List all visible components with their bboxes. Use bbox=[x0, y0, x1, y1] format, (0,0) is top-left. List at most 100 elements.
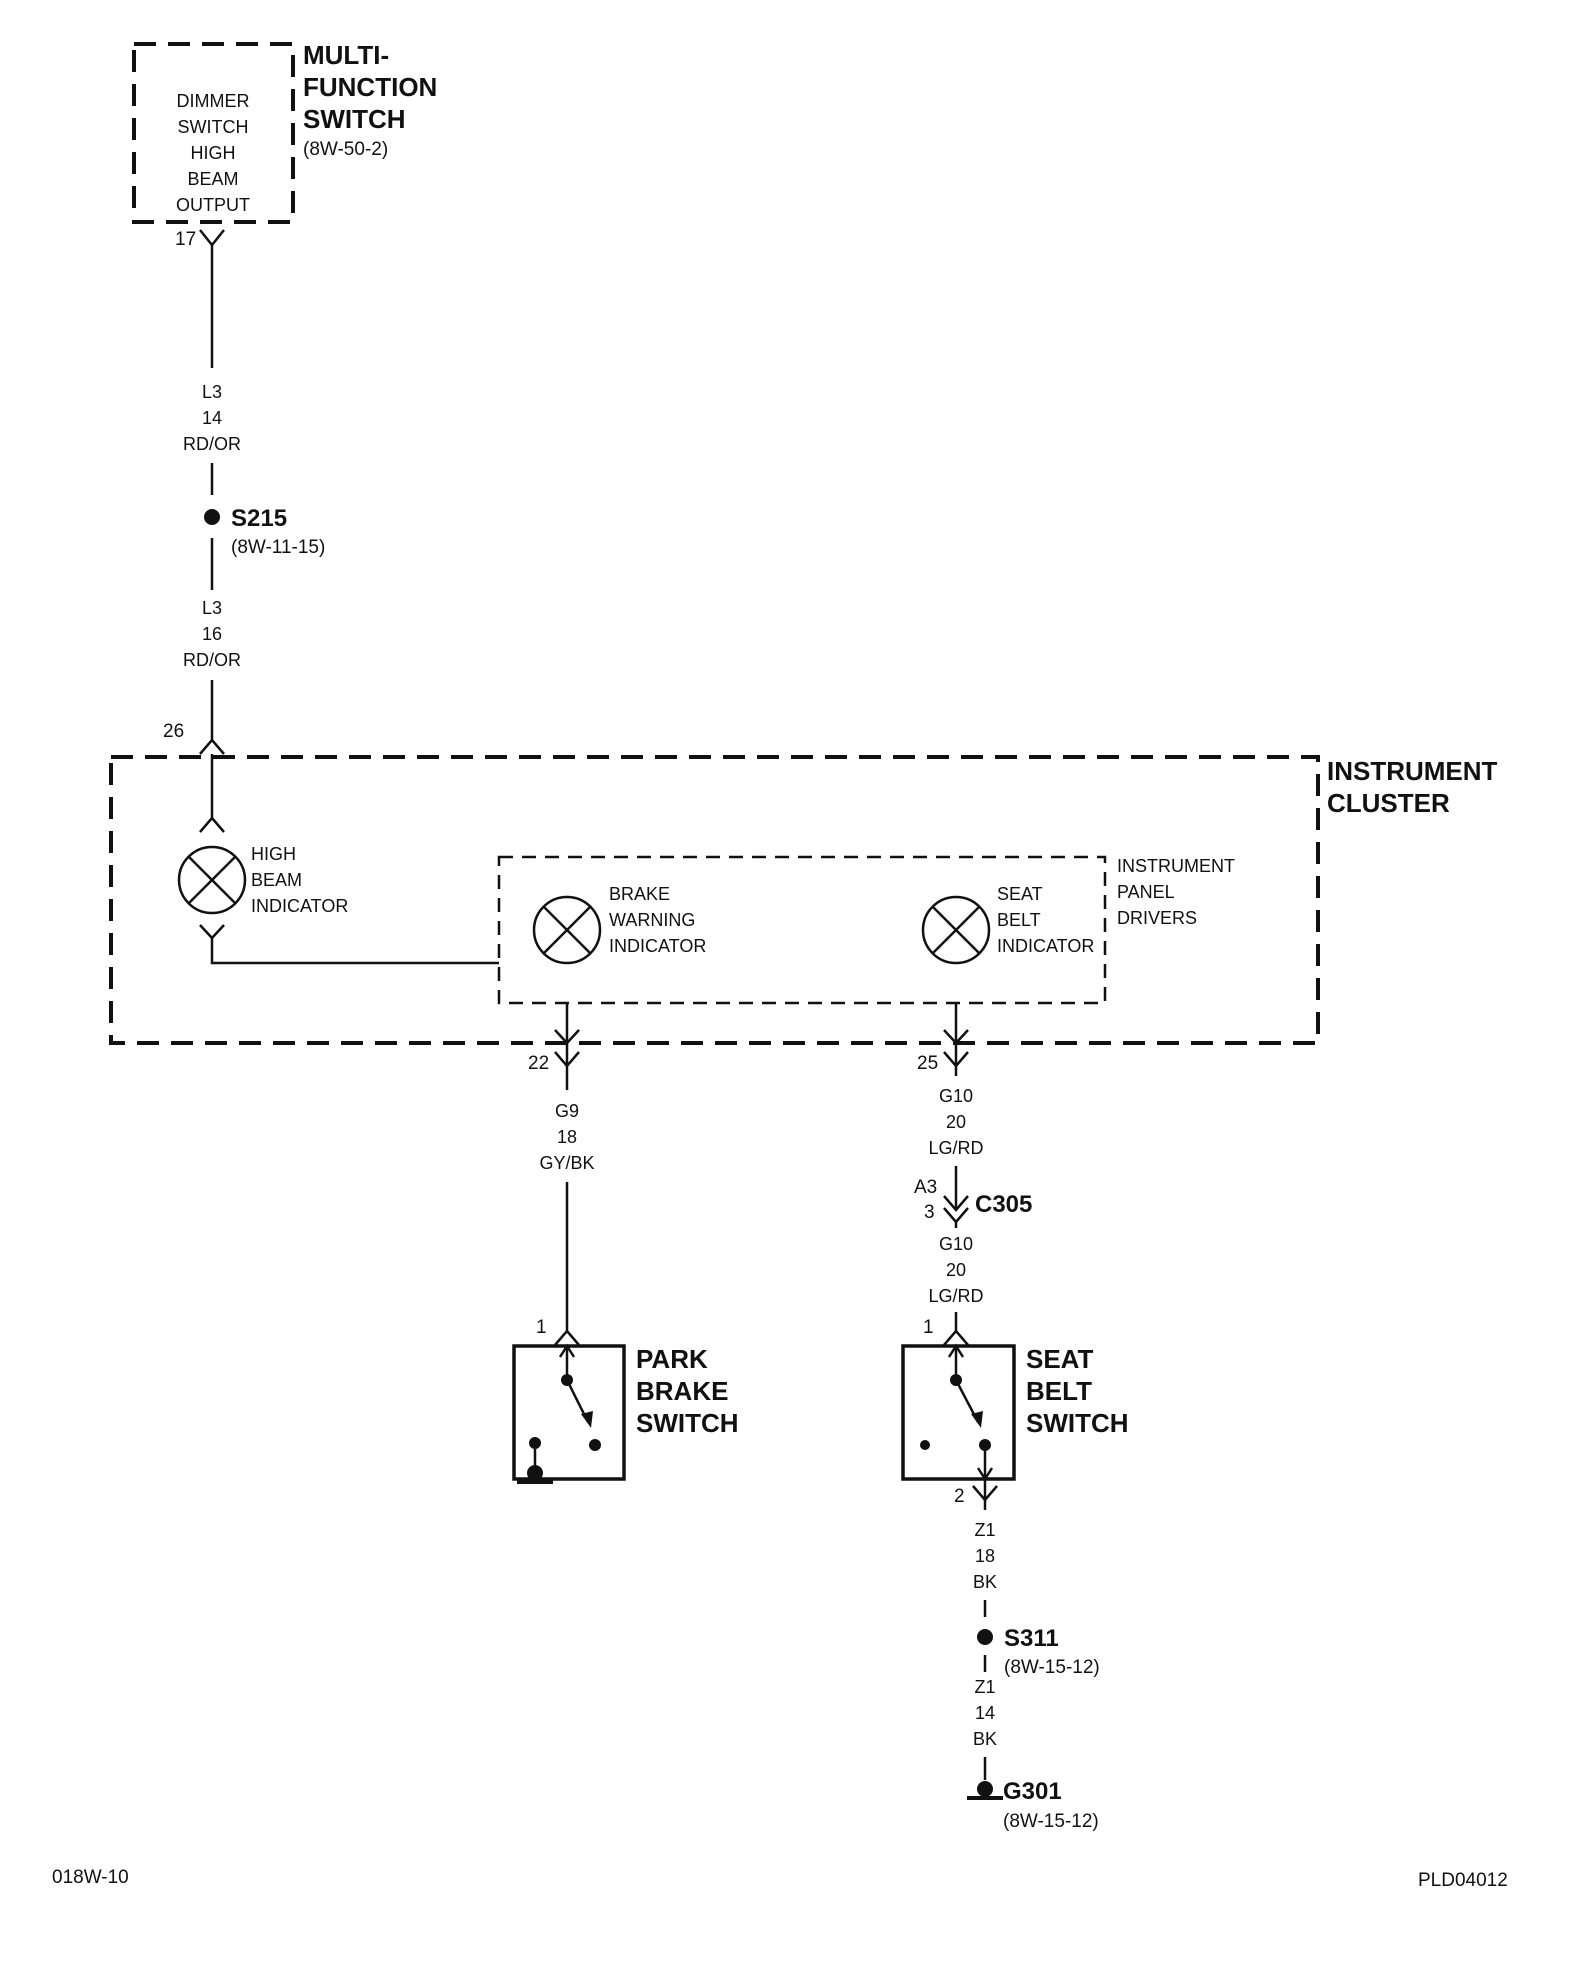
panel-drivers-label-1: INSTRUMENT bbox=[1117, 856, 1235, 876]
seat-belt-lamp-icon bbox=[921, 895, 991, 965]
multi-function-switch-ref: (8W-50-2) bbox=[303, 139, 388, 160]
park-brake-title-1: PARK bbox=[636, 1344, 708, 1374]
pin-26-label: 26 bbox=[163, 721, 184, 742]
c305-female-icon bbox=[943, 1195, 969, 1212]
wire-g10-upper-color: LG/RD bbox=[928, 1138, 983, 1158]
multi-function-switch-title-3: SWITCH bbox=[303, 104, 406, 134]
c305-pin-a: A3 bbox=[914, 1177, 937, 1198]
brake-warning-label-2: WARNING bbox=[609, 910, 695, 930]
high-beam-indicator-lamp-icon bbox=[177, 845, 247, 915]
high-beam-indicator-label-1: HIGH bbox=[251, 844, 296, 864]
dimmer-label-line-5: OUTPUT bbox=[176, 195, 250, 215]
park-brake-contact bbox=[589, 1439, 601, 1451]
wire-z1-upper-circuit: Z1 bbox=[974, 1520, 995, 1540]
pin-25-label: 25 bbox=[917, 1053, 938, 1074]
wire-g9-gauge: 18 bbox=[557, 1127, 577, 1147]
park-brake-title-2: BRAKE bbox=[636, 1376, 728, 1406]
seat-belt-open-contact bbox=[920, 1440, 930, 1450]
footer-right-code: PLD04012 bbox=[1418, 1870, 1508, 1891]
seat-belt-lamp-cross-b bbox=[932, 906, 980, 954]
wire-z1-lower-color: BK bbox=[973, 1729, 997, 1749]
wire-z1-upper-color: BK bbox=[973, 1572, 997, 1592]
instrument-cluster-title-1: INSTRUMENT bbox=[1327, 756, 1498, 786]
wire-g10-lower-color: LG/RD bbox=[928, 1286, 983, 1306]
wire-l3-lower-circuit: L3 bbox=[202, 598, 222, 618]
wire-z1-lower-gauge: 14 bbox=[975, 1703, 995, 1723]
connector-pin-17-icon bbox=[199, 229, 225, 248]
wire-high-beam-to-drivers bbox=[210, 938, 499, 965]
seat-belt-pin-2-label: 2 bbox=[954, 1486, 965, 1507]
seat-belt-indicator-label-3: INDICATOR bbox=[997, 936, 1094, 956]
panel-drivers-label-3: DRIVERS bbox=[1117, 908, 1197, 928]
panel-drivers-label-2: PANEL bbox=[1117, 882, 1175, 902]
brake-warning-lamp-icon bbox=[532, 895, 602, 965]
park-brake-ground-icon bbox=[527, 1465, 543, 1481]
high-beam-input-arrow-icon bbox=[199, 816, 225, 833]
splice-s311-id: S311 bbox=[1004, 1625, 1059, 1652]
seat-belt-indicator-label-1: SEAT bbox=[997, 884, 1043, 904]
wire-g10-upper-gauge: 20 bbox=[946, 1112, 966, 1132]
seat-belt-switch-title-3: SWITCH bbox=[1026, 1408, 1129, 1438]
splice-s215-id: S215 bbox=[231, 505, 287, 532]
dimmer-label-line-3: HIGH bbox=[191, 143, 236, 163]
pin-22-label: 22 bbox=[528, 1053, 549, 1074]
dimmer-label-line-1: DIMMER bbox=[177, 91, 250, 111]
wire-g10-lower-gauge: 20 bbox=[946, 1260, 966, 1280]
park-brake-pin-1-connector-icon bbox=[554, 1329, 580, 1346]
wire-g9-circuit: G9 bbox=[555, 1101, 579, 1121]
multi-function-switch-title-2: FUNCTION bbox=[303, 72, 437, 102]
seat-belt-switch: SEAT BELT SWITCH bbox=[901, 1343, 1129, 1482]
wire-z1-upper-gauge: 18 bbox=[975, 1546, 995, 1566]
park-brake-title-3: SWITCH bbox=[636, 1408, 739, 1438]
park-brake-pin-1-label: 1 bbox=[536, 1317, 547, 1338]
seat-belt-blade-arrow-icon bbox=[971, 1411, 983, 1428]
high-beam-lamp-cross-b bbox=[188, 856, 236, 904]
instrument-cluster-box bbox=[109, 755, 1320, 1045]
park-brake-switch-box bbox=[512, 1344, 626, 1481]
wire-l3-upper-color: RD/OR bbox=[183, 434, 241, 454]
instrument-cluster: INSTRUMENT CLUSTER HIGH BEAM INDICATOR I… bbox=[109, 754, 1498, 1045]
seat-belt-switch-box bbox=[901, 1344, 1016, 1481]
splice-s311-ref: (8W-15-12) bbox=[1004, 1657, 1100, 1678]
multi-function-switch-box bbox=[132, 42, 295, 224]
dimmer-label-line-4: BEAM bbox=[187, 169, 238, 189]
wire-l3-lower-color: RD/OR bbox=[183, 650, 241, 670]
splice-s215-ref: (8W-11-15) bbox=[231, 537, 325, 558]
multi-function-switch-title-1: MULTI- bbox=[303, 40, 389, 70]
high-beam-output-arrow-icon bbox=[199, 924, 225, 940]
high-beam-indicator-label-2: BEAM bbox=[251, 870, 302, 890]
instrument-panel-drivers-box bbox=[497, 855, 1107, 1005]
wire-l3-lower-gauge: 16 bbox=[202, 624, 222, 644]
park-brake-switch: PARK BRAKE SWITCH bbox=[512, 1343, 739, 1484]
pin-17-label: 17 bbox=[175, 229, 196, 250]
instrument-cluster-title-2: CLUSTER bbox=[1327, 788, 1450, 818]
dimmer-label-line-2: SWITCH bbox=[178, 117, 249, 137]
seat-belt-pin-1-connector-icon bbox=[943, 1329, 969, 1346]
brake-warning-label-3: INDICATOR bbox=[609, 936, 706, 956]
splice-s215-dot bbox=[204, 509, 220, 525]
brake-lamp-cross-b bbox=[543, 906, 591, 954]
seat-belt-switch-title-1: SEAT bbox=[1026, 1344, 1094, 1374]
wire-l3-upper-gauge: 14 bbox=[202, 408, 222, 428]
multi-function-switch: DIMMER SWITCH HIGH BEAM OUTPUT MULTI- FU… bbox=[132, 40, 437, 250]
high-beam-indicator-label-3: INDICATOR bbox=[251, 896, 348, 916]
wire-l3-upper-circuit: L3 bbox=[202, 382, 222, 402]
c305-pin-b: 3 bbox=[924, 1202, 935, 1223]
brake-warning-label-1: BRAKE bbox=[609, 884, 670, 904]
ground-g301-ref: (8W-15-12) bbox=[1003, 1811, 1099, 1832]
ground-g301-icon bbox=[977, 1781, 993, 1797]
wire-z1-lower-circuit: Z1 bbox=[974, 1677, 995, 1697]
footer-left-code: 018W-10 bbox=[52, 1867, 129, 1888]
park-brake-blade-arrow-icon bbox=[581, 1411, 593, 1428]
seat-belt-indicator-label-2: BELT bbox=[997, 910, 1041, 930]
ground-g301-id: G301 bbox=[1003, 1778, 1062, 1805]
seat-belt-pin-1-label: 1 bbox=[923, 1317, 934, 1338]
wire-g10-upper-circuit: G10 bbox=[939, 1086, 973, 1106]
wire-g10-lower-circuit: G10 bbox=[939, 1234, 973, 1254]
c305-id: C305 bbox=[975, 1191, 1032, 1218]
seat-belt-switch-title-2: BELT bbox=[1026, 1376, 1092, 1406]
connector-pin-26-icon bbox=[199, 738, 225, 755]
splice-s311-dot bbox=[977, 1629, 993, 1645]
wire-g9-color: GY/BK bbox=[539, 1153, 594, 1173]
